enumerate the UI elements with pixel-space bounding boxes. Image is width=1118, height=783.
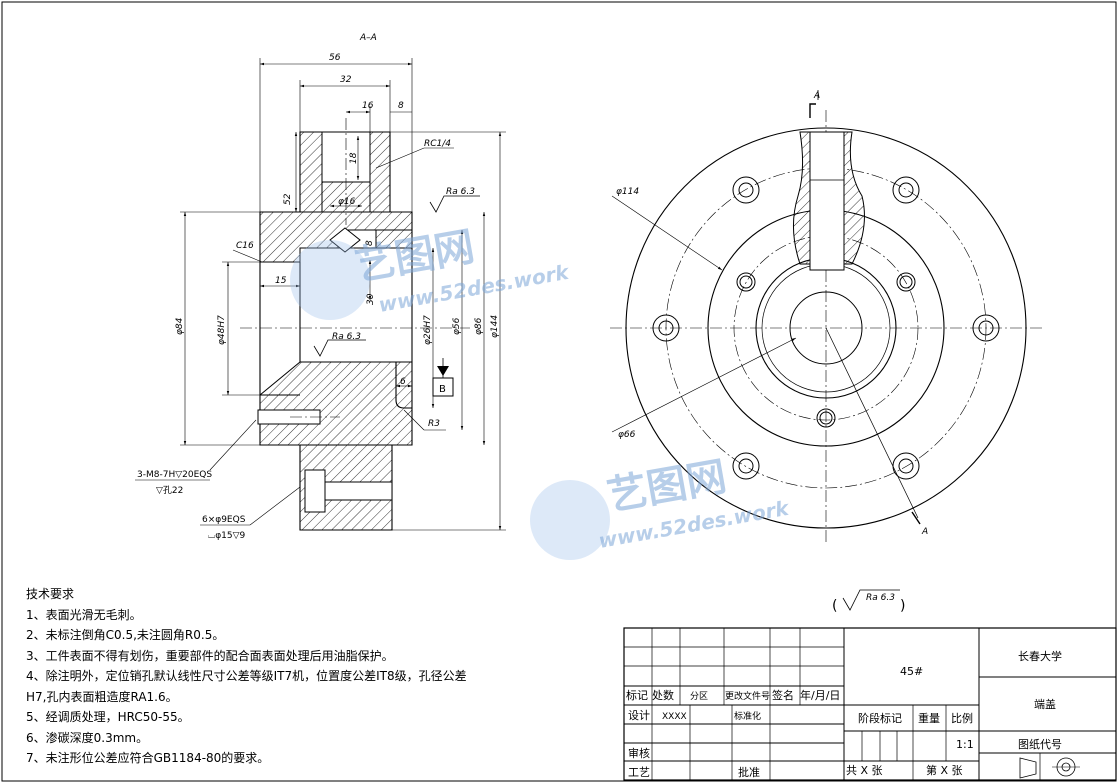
drawing-label: 3-M8-7H▽20EQS [137, 470, 212, 480]
drawing-label: 处数 [652, 689, 674, 702]
drawing-label: 共 X 张 [846, 764, 883, 777]
notes-title: 技术要求 [26, 587, 75, 601]
drawing-label: 52 [283, 193, 293, 205]
drawing-label: 1:1 [956, 738, 974, 751]
note-item: 4、除注明外，定位销孔默认线性尺寸公差等级IT7机，位置度公差IT8级，孔径公差 [26, 669, 467, 683]
school-name: 长春大学 [1018, 649, 1062, 663]
drawing-label: 标准化 [734, 710, 761, 722]
surface-finish-note: ( Ra 6.3 ) [832, 589, 905, 614]
drawing-label: 更改文件号 [725, 690, 770, 702]
drawing-label: 分区 [690, 691, 708, 702]
drawing-label: RC1/4 [424, 139, 451, 149]
svg-text:8: 8 [365, 240, 375, 246]
drawing-label: 第 X 张 [926, 763, 963, 777]
drawing-label: 8 [398, 101, 404, 111]
drawing-label: φ86 [474, 317, 484, 335]
svg-text:(: ( [832, 598, 837, 614]
drawing-label: A [921, 527, 928, 537]
drawing-label: φ66 [618, 430, 636, 440]
drawing-label: φ16 [338, 197, 356, 207]
drawing-label: 32 [340, 75, 352, 85]
note-item: 2、未标注倒角C0.5,未注圆角R0.5。 [26, 628, 225, 642]
drawing-label: 6 [400, 377, 406, 387]
drawing-label: 比例 [951, 711, 973, 725]
drawing-label: C16 [236, 241, 254, 251]
note-item: 3、工件表面不得有划伤，重要部件的配合面表面处理后用油脂保护。 [26, 648, 394, 663]
drawing-label: 阶段标记 [858, 711, 902, 725]
drawing-label: Ra 6.3 [866, 593, 895, 603]
drawing-label: 年/月/日 [800, 688, 840, 702]
drawing-label: 56 [329, 53, 341, 63]
drawing-label: Ra 6.3 [446, 187, 475, 197]
drawing-label: φ84 [175, 317, 185, 335]
drawing-number-label: 图纸代号 [1018, 738, 1062, 751]
drawing-label: XXXX [662, 712, 687, 722]
material: 45# [900, 665, 923, 678]
end-view [610, 90, 1042, 545]
drawing-label: 15 [275, 276, 287, 286]
drawing-label: 设计 [628, 709, 650, 722]
drawing-label: 18 [349, 152, 359, 164]
drawing-label: 审核 [628, 746, 650, 760]
drawing-label: φ144 [490, 315, 500, 338]
drawing-label: 30 [366, 293, 376, 305]
note-item: 7、未注形位公差应符合GB1184-80的要求。 [26, 751, 270, 765]
note-item: 5、经调质处理，HRC50-55。 [26, 710, 190, 724]
drawing-label: φ56 [452, 317, 462, 335]
technical-requirements: 技术要求 1、表面光滑无毛刺。 2、未标注倒角C0.5,未注圆角R0.5。 3、… [26, 584, 586, 769]
drawing-label: φ26H7 [423, 315, 433, 345]
drawing-label: φ48H7 [217, 315, 227, 345]
drawing-label: Ra 6.3 [332, 332, 361, 342]
drawing-label: 16 [362, 101, 374, 111]
drawing-label: B [439, 384, 446, 395]
drawing-label: φ114 [616, 187, 639, 197]
drawing-label: 6×φ9EQS [202, 515, 246, 525]
drawing-label: ▽孔22 [156, 485, 183, 496]
drawing-label: A [813, 91, 820, 101]
drawing-label: ⌴φ15▽9 [208, 531, 246, 541]
note-item: 6、渗碳深度0.3mm。 [26, 730, 149, 745]
drawing-label: R3 [428, 419, 440, 429]
section-title: A–A [359, 33, 377, 43]
title-block [623, 627, 1117, 781]
note-item: H7,孔内表面粗造度RA1.6。 [26, 689, 178, 704]
svg-text:): ) [900, 598, 905, 614]
drawing-label: 签名 [772, 688, 794, 702]
drawing-label: 标记 [626, 688, 648, 702]
section-view: A–A [135, 33, 506, 541]
part-name: 端盖 [1034, 697, 1056, 711]
drawing-label: 批准 [738, 765, 760, 779]
note-item: 1、表面光滑无毛刺。 [26, 607, 142, 622]
drawing-label: 重量 [918, 711, 940, 725]
drawing-label: 工艺 [628, 766, 650, 779]
